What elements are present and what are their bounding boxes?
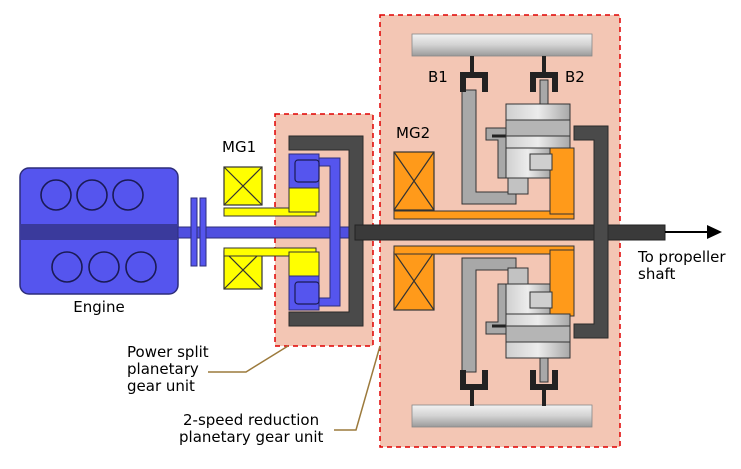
mg1-label: MG1 [222, 138, 256, 156]
mg2-motor [393, 151, 575, 311]
power-split-label-line1: Power split [127, 343, 209, 361]
engine [19, 167, 179, 295]
output-shaft [354, 224, 722, 241]
power-split-label-line3: gear unit [127, 377, 195, 395]
leader-line-power-split [208, 345, 289, 373]
mg2-label: MG2 [396, 124, 430, 142]
reduction-label-line2: planetary gear unit [179, 428, 324, 446]
leader-line-reduction [334, 345, 381, 431]
output-label-line1: To propeller [637, 248, 726, 266]
b2-label: B2 [565, 68, 585, 86]
brake-plate-bottom [411, 404, 593, 428]
reduction-planetary [460, 56, 609, 406]
output-label-line2: shaft [638, 265, 676, 283]
power-split-label-line2: planetary [127, 360, 199, 378]
brake-plate-top [411, 33, 593, 57]
mg1-motor [223, 166, 317, 290]
b1-label: B1 [428, 68, 448, 86]
reduction-label-line1: 2-speed reduction [183, 411, 319, 429]
power-split-planetary [288, 135, 364, 327]
engine-label: Engine [73, 298, 124, 316]
